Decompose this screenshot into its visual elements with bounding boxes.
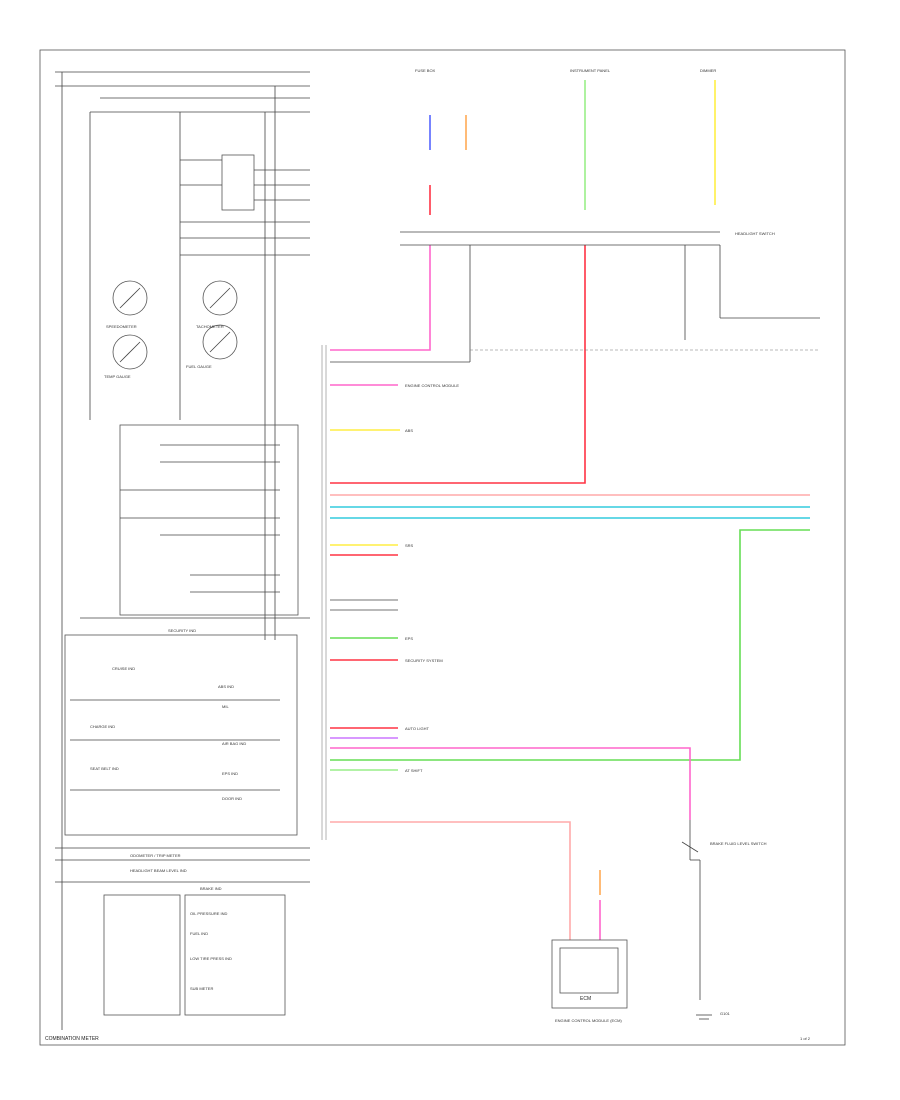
- wire-green-long: [330, 529, 810, 761]
- side-label-abs: ABS: [405, 428, 413, 433]
- side-label-eps: EPS: [405, 636, 413, 641]
- temp-gauge-label: TEMP GAUGE: [104, 374, 131, 379]
- side-label-srs: SRS: [405, 543, 414, 548]
- seatbelt-ind-label: SEAT BELT IND: [90, 766, 119, 771]
- tachometer-label: TACHOMETER: [196, 324, 224, 329]
- fuel-gauge-label: FUEL GAUGE: [186, 364, 212, 369]
- combination-meter: SPEEDOMETER TACHOMETER FUEL GAUGE TEMP G…: [45, 71, 310, 1042]
- odometer-label: ODOMETER / TRIP METER: [130, 853, 181, 858]
- footer-label: COMBINATION METER: [45, 1036, 99, 1042]
- door-ind-label: DOOR IND: [222, 796, 242, 801]
- right-components: ECM ENGINE CONTROL MODULE (ECM) BRAKE FL…: [405, 68, 811, 1041]
- side-label-security: SECURITY SYSTEM: [405, 658, 443, 663]
- speedometer-gauge: [112, 280, 148, 316]
- speedometer-label: SPEEDOMETER: [106, 324, 137, 329]
- mil-label: MIL: [222, 704, 229, 709]
- side-label-atshift: AT SHIFT: [405, 768, 423, 773]
- charge-ind-label: CHARGE IND: [90, 724, 115, 729]
- low-tire-label: LOW TIRE PRESS IND: [190, 956, 232, 961]
- cruise-ind-label: CRUISE IND: [112, 666, 135, 671]
- ecm-box-label: ECM: [580, 996, 591, 1002]
- sub-meter-label: SUB METER: [190, 986, 213, 991]
- fuel-ind-label: FUEL IND: [190, 931, 208, 936]
- wire-pink-ecm: [330, 821, 571, 940]
- dimmer-label: DIMMER: [700, 68, 716, 73]
- wire-red-long: [330, 245, 586, 484]
- oil-pressure-label: OIL PRESSURE IND: [190, 911, 228, 916]
- headlight-switch-label: HEADLIGHT SWITCH: [735, 231, 775, 236]
- brake-switch-label: BRAKE FLUID LEVEL SWITCH: [710, 841, 767, 846]
- ground-label: G101: [720, 1011, 731, 1016]
- brake-ind-label: BRAKE IND: [200, 886, 222, 891]
- wire-pink-brake: [330, 747, 691, 820]
- fuse-box-label: FUSE BOX: [415, 68, 436, 73]
- abs-ind-label: ABS IND: [218, 684, 234, 689]
- ecm-caption: ENGINE CONTROL MODULE (ECM): [555, 1018, 622, 1023]
- diagram-border: [39, 49, 846, 1046]
- page-tag: 1 of 2: [800, 1036, 811, 1041]
- instrument-label: INSTRUMENT PANEL: [570, 68, 611, 73]
- wire-pink-top: [330, 245, 431, 351]
- security-ind-label: SECURITY IND: [168, 628, 196, 633]
- ecm-box: [551, 939, 628, 1009]
- engine-control-label: ENGINE CONTROL MODULE: [405, 383, 459, 388]
- airbag-ind-label: AIR BAG IND: [222, 741, 246, 746]
- side-label-autolight: AUTO LIGHT: [405, 726, 429, 731]
- temp-gauge: [202, 324, 238, 360]
- tachometer-gauge: [202, 280, 238, 316]
- eps-ind-label: EPS IND: [222, 771, 238, 776]
- headlight-beam-label: HEADLIGHT BEAM LEVEL IND: [130, 868, 187, 873]
- connector-pins: [321, 345, 327, 840]
- colored-wires: [330, 80, 820, 940]
- fuel-gauge: [112, 334, 148, 370]
